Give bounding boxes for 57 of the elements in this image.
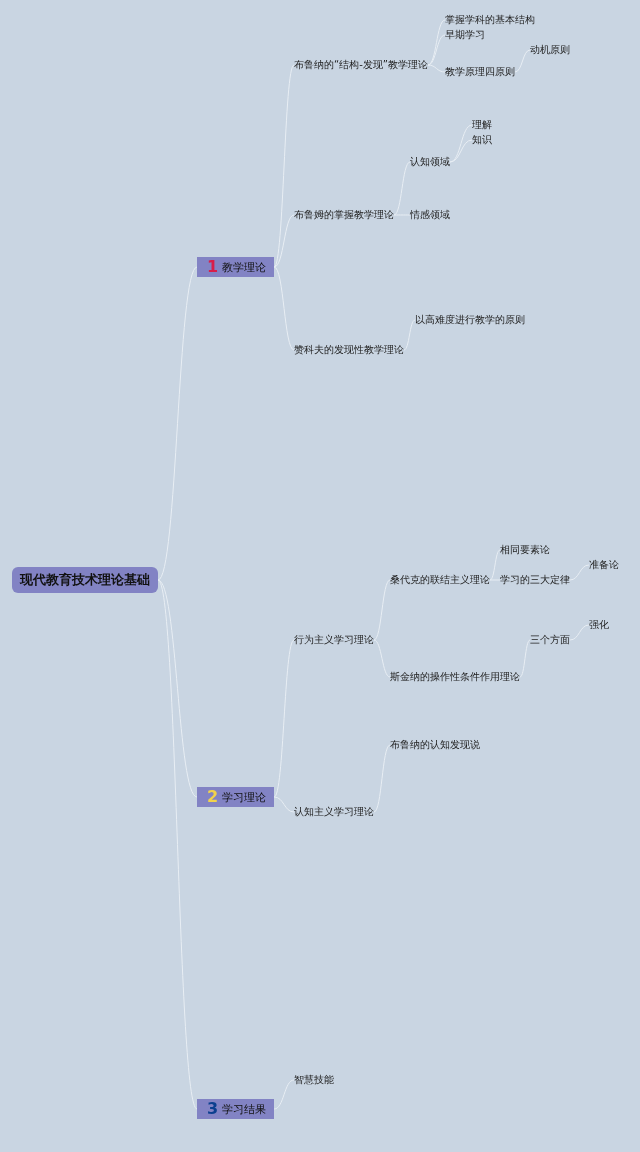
subtopic-label: 以高难度进行教学的原则 [415, 312, 525, 328]
connector-line [273, 266, 295, 351]
subtopic-label: 早期学习 [445, 27, 485, 43]
subtopic-label: 理解 [472, 117, 492, 133]
connector-line [449, 139, 473, 163]
topic-number: 3 [207, 1101, 219, 1117]
subtopic-label: 相同要素论 [500, 542, 550, 558]
subtopic-label: 行为主义学习理论 [294, 632, 374, 648]
subtopic-label: 情感领域 [410, 207, 450, 223]
connector-line [273, 796, 295, 813]
connector-line [403, 319, 416, 351]
subtopic-label: 强化 [589, 617, 609, 633]
topic-label: 学习结果 [222, 1101, 267, 1117]
subtopic-label: 动机原则 [530, 42, 570, 58]
subtopic-label: 布鲁姆的掌握教学理论 [294, 207, 394, 223]
connector-line [373, 579, 391, 641]
subtopic-label: 布鲁纳的“结构-发现”教学理论 [294, 57, 428, 73]
connector-line [569, 564, 590, 581]
subtopic-label: 三个方面 [530, 632, 570, 648]
connector-line [514, 49, 531, 73]
connector-line [273, 214, 295, 268]
connector-line [519, 639, 531, 678]
subtopic-label: 教学原理四原则 [445, 64, 515, 80]
connector-line [449, 124, 473, 163]
branch-topic [197, 1099, 275, 1119]
connector-line [427, 64, 446, 73]
connector-line [373, 639, 391, 678]
subtopic-label: 赞科夫的发现性教学理论 [294, 342, 404, 358]
subtopic-label: 认知主义学习理论 [294, 804, 374, 820]
subtopic-label: 知识 [472, 132, 492, 148]
subtopic-label: 斯金纳的操作性条件作用理论 [390, 669, 520, 685]
subtopic-label: 桑代克的联结主义理论 [390, 572, 490, 588]
connector-line [273, 1079, 295, 1110]
subtopic-label: 布鲁纳的认知发现说 [390, 737, 480, 753]
connector-line [273, 64, 295, 268]
subtopic-label: 智慧技能 [294, 1072, 334, 1088]
connector-line [373, 744, 391, 813]
connector-line [427, 19, 446, 66]
connector-line [569, 624, 590, 641]
subtopic-label: 准备论 [589, 557, 619, 573]
subtopic-label: 学习的三大定律 [500, 572, 570, 588]
connector-line [157, 579, 198, 798]
branch-topic [197, 257, 275, 277]
branch-topic [197, 787, 275, 807]
topic-number: 1 [207, 259, 219, 275]
connector-line [273, 639, 295, 798]
connector-line [489, 549, 501, 581]
topic-number: 2 [207, 789, 219, 805]
subtopic-label: 认知领域 [410, 154, 450, 170]
subtopic-label: 掌握学科的基本结构 [445, 12, 535, 28]
connector-line [427, 34, 446, 66]
topic-label: 学习理论 [222, 789, 267, 805]
topic-label: 教学理论 [222, 259, 267, 275]
root-topic: 现代教育技术理论基础 [12, 567, 158, 593]
connector-line [393, 161, 411, 216]
connector-line [157, 579, 198, 1110]
connector-line [157, 266, 198, 581]
